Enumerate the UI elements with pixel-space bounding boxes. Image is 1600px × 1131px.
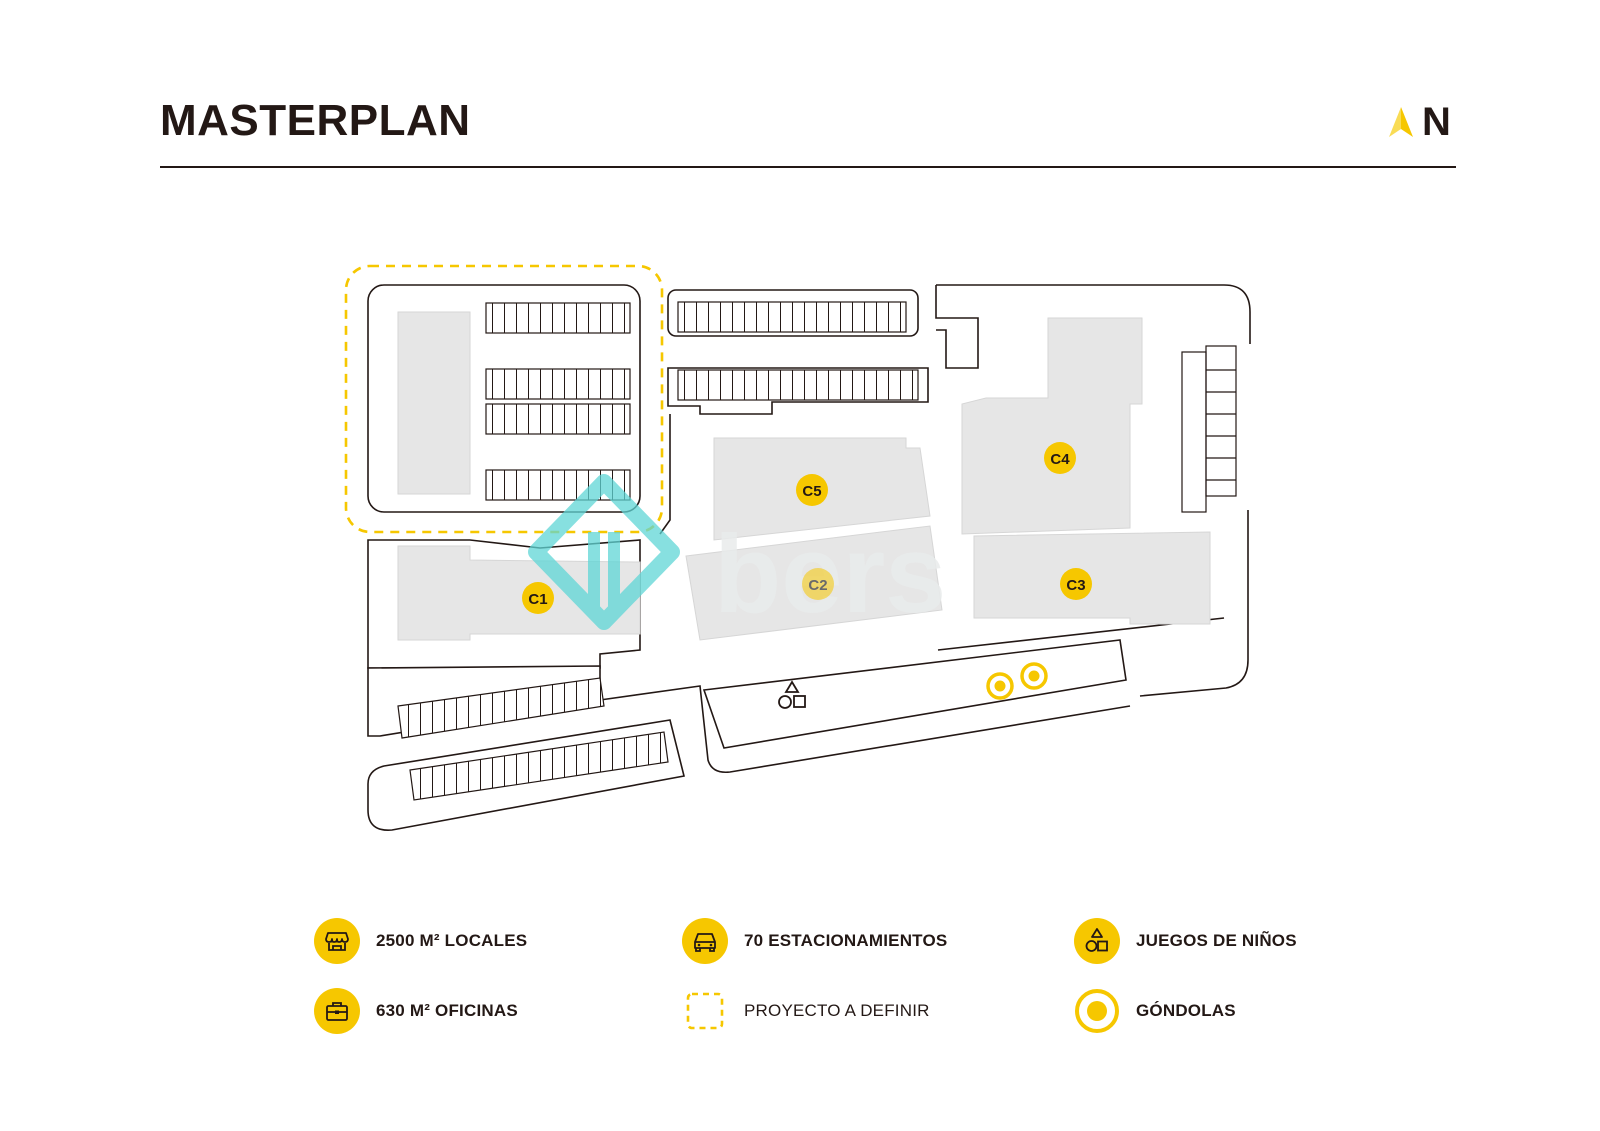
proyecto-a-definir-boundary <box>344 264 664 534</box>
building-c3 <box>973 531 1211 625</box>
building-label-c3: C3 <box>1066 577 1085 594</box>
building-label-c1: C1 <box>528 591 547 608</box>
north-indicator: N <box>1388 100 1451 144</box>
parking-stalls <box>397 301 1237 801</box>
building-label-c5: C5 <box>802 483 821 500</box>
gondola-markers <box>986 662 1048 700</box>
title-divider <box>160 166 1456 168</box>
kids-area-icon <box>778 680 806 709</box>
page-title: MASTERPLAN <box>160 96 471 145</box>
building-label-c4: C4 <box>1050 451 1070 468</box>
office-block <box>397 311 471 495</box>
north-label: N <box>1422 100 1451 144</box>
north-arrow-icon <box>1389 107 1413 137</box>
watermark-logo <box>528 474 680 630</box>
building-c1 <box>397 545 641 641</box>
building-label-c2: C2 <box>808 577 827 594</box>
building-c4 <box>961 317 1143 535</box>
